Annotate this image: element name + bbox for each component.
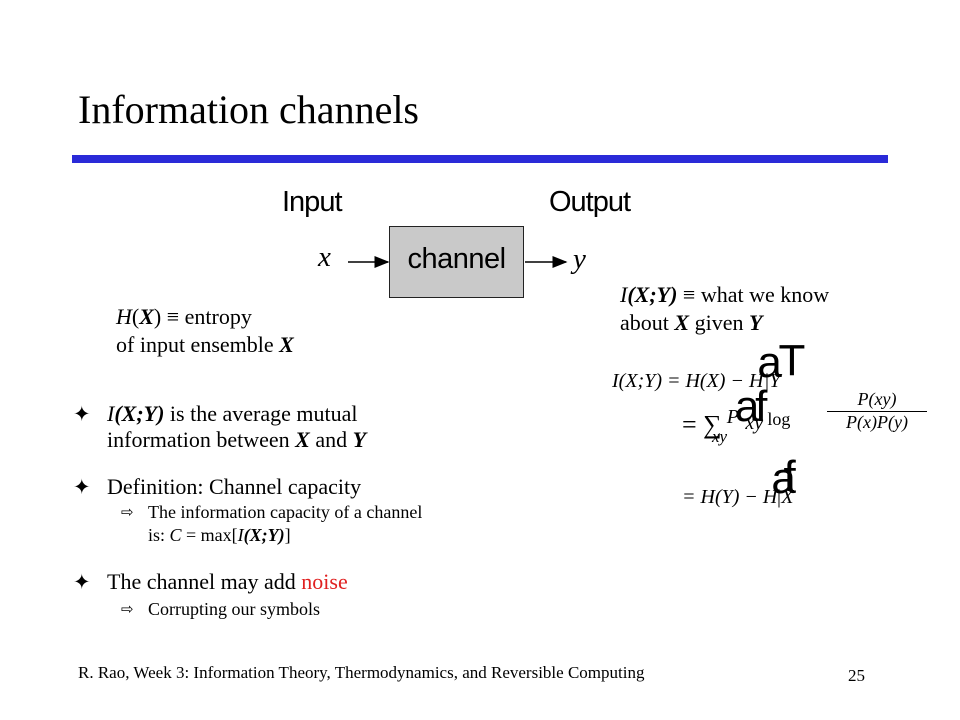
entropy-word: entropy: [184, 304, 252, 329]
channel-label: channel: [407, 243, 506, 275]
slide-title: Information channels: [78, 87, 419, 132]
s1-c: C: [169, 525, 182, 545]
eq1-mid: |Y: [763, 370, 781, 392]
sub-bullet-arrow-icon: ⇨: [121, 503, 134, 521]
page-number: 25: [848, 666, 865, 685]
s1-line1: The information capacity of a channel: [148, 502, 423, 522]
equiv-symbol: ≡: [161, 304, 185, 329]
mi-args: (X;Y): [627, 282, 678, 307]
eq2-sum: = ∑: [682, 410, 722, 439]
b3-pre: The channel may add: [107, 569, 302, 594]
footer-text: R. Rao, Week 3: Information Theory, Ther…: [78, 663, 645, 682]
s1-pre: is:: [148, 525, 170, 545]
eq2-denominator: P(x)P(y): [846, 412, 908, 432]
mutual-information-note: I(X;Y) ≡ what we know about X given Y: [620, 281, 829, 337]
b1-and: and: [309, 427, 353, 452]
mi-i: I: [620, 282, 628, 307]
mutual-information-equations: I(X;Y) = H(X) − Ha|YT = ∑ Paxyflog P(xy)…: [610, 339, 930, 508]
entropy-line2: of input ensemble: [116, 332, 280, 357]
eq2-p: P: [726, 406, 739, 428]
b1-line2: information between: [107, 427, 296, 452]
b1-y: Y: [352, 427, 367, 452]
bullet-star-icon: ✦: [73, 570, 91, 594]
s1-mid: = max[: [181, 525, 238, 545]
channel-box: [389, 226, 524, 298]
eq2-subscript: xy: [712, 427, 728, 446]
eq3-end: f: [783, 452, 796, 501]
eq2-glyph: a: [734, 382, 760, 431]
sub-bullet-corrupting: ⇨ Corrupting our symbols: [121, 598, 321, 621]
entropy-note: H(X) ≡ entropy of input ensemble X: [116, 303, 294, 359]
sub-bullet-arrow-icon: ⇨: [121, 600, 134, 618]
paren-close: ): [153, 304, 162, 329]
bullet-star-icon: ✦: [73, 475, 91, 499]
bullet-star-icon: ✦: [73, 402, 91, 426]
eq3-glyph: a: [771, 454, 796, 503]
eq2-xy: xy: [745, 412, 764, 434]
equiv-symbol: ≡: [677, 282, 701, 307]
b1-i: I: [107, 401, 115, 426]
input-label: Input: [282, 186, 342, 218]
b1-x: X: [295, 427, 310, 452]
s1-i: I: [237, 525, 244, 545]
entropy-x: X: [139, 304, 154, 329]
eq2-fraction: P(xy) P(x)P(y): [827, 389, 927, 433]
b1-args: (X;Y): [114, 401, 165, 426]
equation-line-3: = H(Y) − Ha|Xf: [682, 455, 796, 511]
equation-line-1: I(X;Y) = H(X) − Ha|YT: [612, 339, 805, 395]
bullet-noise: ✦ The channel may add noise: [73, 569, 348, 595]
entropy-h: H: [116, 304, 132, 329]
eq1-glyph: a: [757, 338, 782, 387]
s1-args: (X;Y): [243, 525, 285, 545]
noise-word: noise: [301, 569, 348, 594]
entropy-line2-x: X: [279, 332, 294, 357]
eq3-left: = H(Y) − H: [682, 486, 778, 508]
mi-line2-pre: about: [620, 310, 675, 335]
paren-open: (: [131, 304, 140, 329]
mi-line2-x: X: [674, 310, 690, 335]
s2-text: Corrupting our symbols: [148, 599, 321, 619]
s1-end: ]: [284, 525, 291, 545]
title-rule: [72, 155, 888, 163]
b2-text: Definition: Channel capacity: [107, 474, 362, 499]
input-variable: x: [318, 241, 331, 273]
eq1-left: I(X;Y) = H(X) − H: [612, 370, 764, 392]
mi-rest: what we know: [700, 282, 830, 307]
eq3-mid: |X: [775, 486, 794, 508]
output-variable: y: [573, 243, 586, 275]
equation-line-2: = ∑ Paxyflog P(xy) P(x)P(y) xy: [682, 385, 927, 446]
eq2-end: f: [755, 382, 768, 431]
sub-bullet-capacity-definition: ⇨ The information capacity of a channel …: [121, 501, 423, 547]
mi-line2-mid: given: [689, 310, 749, 335]
bullet-channel-capacity: ✦ Definition: Channel capacity: [73, 474, 362, 500]
b1-rest: is the average mutual: [164, 401, 358, 426]
eq2-log: log: [767, 409, 791, 429]
mi-line2-y: Y: [748, 310, 763, 335]
output-label: Output: [549, 186, 631, 218]
bullet-mutual-information: ✦ I(X;Y) is the average mutual informati…: [73, 401, 367, 453]
eq2-numerator: P(xy): [827, 389, 927, 412]
eq1-end: T: [778, 336, 806, 385]
